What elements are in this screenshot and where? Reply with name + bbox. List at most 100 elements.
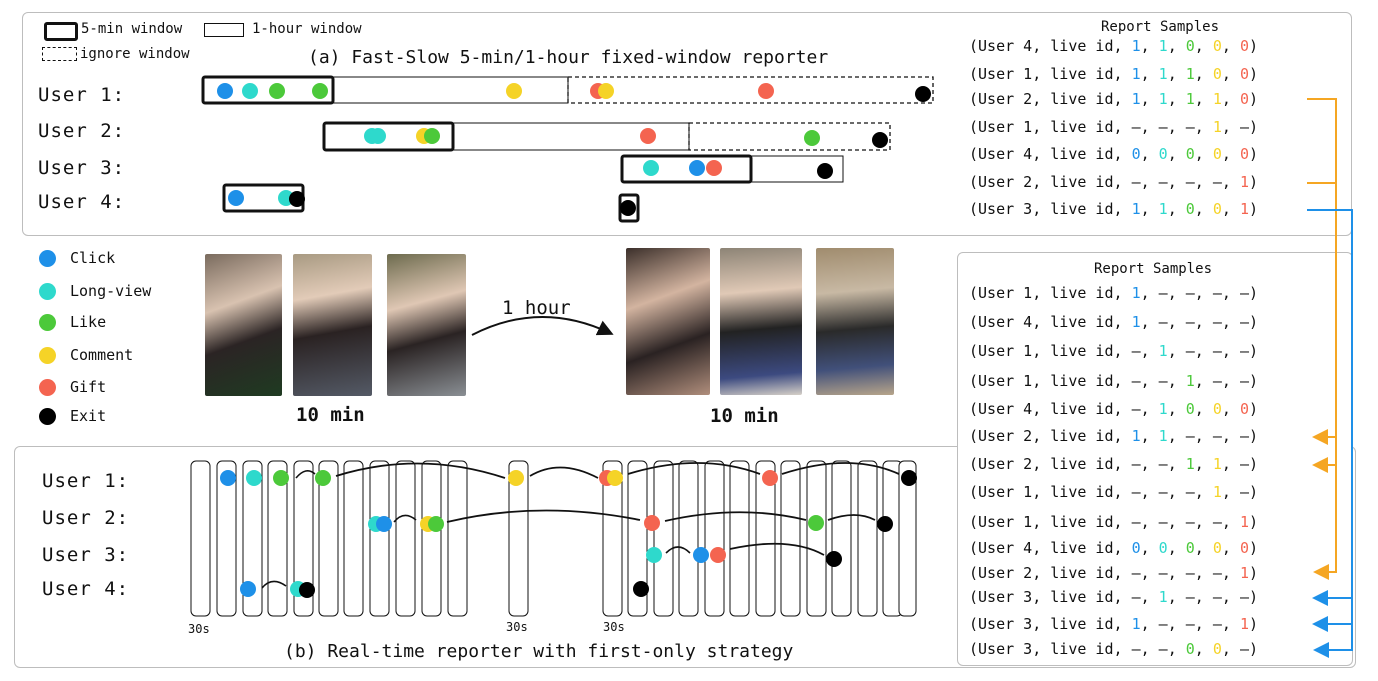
sep: ,: [1167, 65, 1186, 83]
report-value-like: 1: [1185, 65, 1195, 83]
sep: ,: [1221, 65, 1240, 83]
report-b-row: (User 3, live id, –, –, 0, 0, –): [969, 640, 1258, 658]
sep: ,: [1140, 513, 1159, 531]
report-value-plain: –: [1239, 455, 1249, 473]
report-value-gift: 0: [1239, 145, 1249, 163]
paren: (: [969, 284, 979, 302]
sep: ): [1248, 640, 1258, 658]
report-user: User 2: [978, 564, 1033, 582]
paren: (: [969, 588, 979, 606]
report-value-plain: –: [1158, 118, 1168, 136]
report-user: User 4: [978, 145, 1033, 163]
report-value-comment: 0: [1212, 145, 1222, 163]
stream-frame-3: [387, 254, 466, 396]
report-b-row: (User 1, live id, –, –, 1, –, –): [969, 372, 1258, 390]
report-value-plain: –: [1212, 372, 1222, 390]
panel-a-user-1: User 1:: [38, 84, 126, 106]
report-live-id: , live id,: [1032, 455, 1132, 473]
panel-a-user-4: User 4:: [38, 191, 126, 213]
report-value-click: 1: [1131, 65, 1141, 83]
sep: ,: [1140, 118, 1159, 136]
report-value-comment: 1: [1212, 118, 1222, 136]
report-value-plain: –: [1185, 284, 1195, 302]
stream-frame-1: [205, 254, 282, 396]
report-live-id: , live id,: [1032, 588, 1132, 606]
sep: ,: [1194, 118, 1213, 136]
report-value-click: 1: [1131, 37, 1141, 55]
report-a-row: (User 1, live id, –, –, –, 1, –): [969, 118, 1258, 136]
report-value-longview: 1: [1158, 427, 1168, 445]
sep: ): [1248, 513, 1258, 531]
paren: (: [969, 427, 979, 445]
paren: (: [969, 400, 979, 418]
report-value-comment: 0: [1212, 37, 1222, 55]
report-live-id: , live id,: [1032, 313, 1132, 331]
panel-b-user-3: User 3:: [42, 544, 130, 566]
paren: (: [969, 513, 979, 531]
report-live-id: , live id,: [1032, 65, 1132, 83]
report-value-plain: –: [1185, 313, 1195, 331]
report-b-row: (User 4, live id, –, 1, 0, 0, 0): [969, 400, 1258, 418]
sep: ): [1248, 615, 1258, 633]
report-b-row: (User 1, live id, –, –, –, –, 1): [969, 513, 1258, 531]
sep: ): [1248, 200, 1258, 218]
report-a-row: (User 4, live id, 1, 1, 0, 0, 0): [969, 37, 1258, 55]
paren: (: [969, 564, 979, 582]
report-live-id: , live id,: [1032, 342, 1132, 360]
sep: ,: [1167, 640, 1186, 658]
sep: ,: [1194, 65, 1213, 83]
sep: ,: [1221, 145, 1240, 163]
sep: ): [1248, 400, 1258, 418]
report-value-longview: 0: [1158, 539, 1168, 557]
report-value-plain: –: [1131, 372, 1141, 390]
tick-30s-1: 30s: [188, 622, 210, 636]
report-user: User 4: [978, 539, 1033, 557]
sep: ,: [1221, 372, 1240, 390]
panel-b-title: (b) Real-time reporter with first-only s…: [284, 641, 794, 662]
legend-dot-comment: [39, 346, 56, 364]
report-value-plain: –: [1212, 313, 1222, 331]
legend-label: Comment: [70, 346, 134, 364]
sep: ,: [1221, 90, 1240, 108]
paren: (: [969, 539, 979, 557]
report-user: User 3: [978, 615, 1033, 633]
sep: ,: [1167, 564, 1186, 582]
sep: ,: [1194, 37, 1213, 55]
sep: ): [1248, 173, 1258, 191]
legend-ignore-swatch: [42, 47, 77, 61]
report-value-longview: 1: [1158, 37, 1168, 55]
report-user: User 1: [978, 118, 1033, 136]
report-live-id: , live id,: [1032, 372, 1132, 390]
sep: ): [1248, 455, 1258, 473]
report-a-row: (User 2, live id, –, –, –, –, 1): [969, 173, 1258, 191]
paren: (: [969, 640, 979, 658]
report-live-id: , live id,: [1032, 640, 1132, 658]
sep: ,: [1167, 145, 1186, 163]
report-value-plain: –: [1131, 588, 1141, 606]
legend-dot-click: [39, 249, 56, 267]
report-user: User 1: [978, 372, 1033, 390]
sep: ,: [1140, 90, 1159, 108]
report-value-plain: –: [1239, 483, 1249, 501]
report-value-plain: –: [1239, 284, 1249, 302]
legend-item-long-view: Long-view: [39, 282, 151, 300]
sep: ,: [1167, 539, 1186, 557]
report-value-plain: –: [1212, 513, 1222, 531]
sep: ,: [1167, 284, 1186, 302]
legend-item-like: Like: [39, 313, 106, 331]
sep: ,: [1167, 37, 1186, 55]
report-value-plain: –: [1185, 427, 1195, 445]
sep: ): [1248, 284, 1258, 302]
stream-frame-6: [816, 248, 894, 395]
report-user: User 2: [978, 173, 1033, 191]
sep: ,: [1194, 145, 1213, 163]
report-value-plain: –: [1185, 173, 1195, 191]
report-live-id: , live id,: [1032, 118, 1132, 136]
report-user: User 3: [978, 640, 1033, 658]
report-value-longview: 1: [1158, 342, 1168, 360]
report-value-plain: –: [1239, 372, 1249, 390]
report-value-comment: 0: [1212, 539, 1222, 557]
report-live-id: , live id,: [1032, 427, 1132, 445]
sep: ,: [1167, 313, 1186, 331]
report-value-longview: 1: [1158, 90, 1168, 108]
